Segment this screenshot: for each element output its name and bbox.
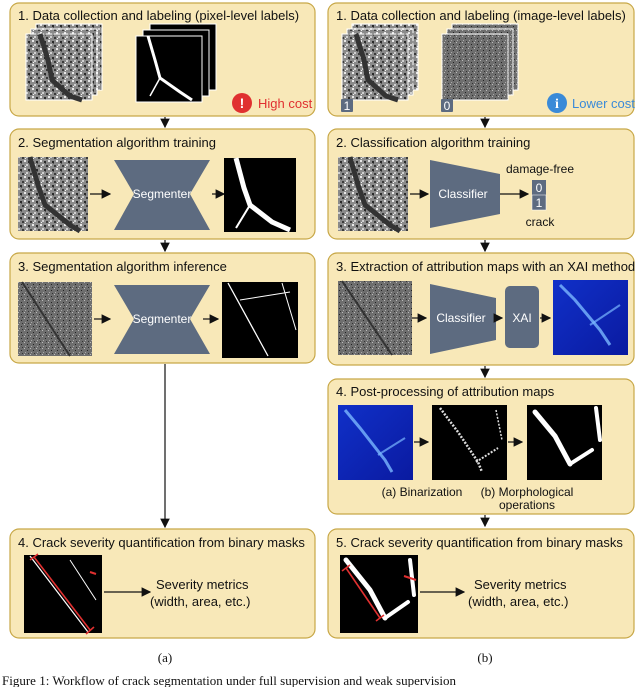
right-panel-severity: 5. Crack severity quantification from bi…	[327, 528, 635, 639]
right-panel-cls-training: 2. Classification algorithm training Cla…	[327, 128, 635, 240]
segmenter-train-model	[114, 160, 210, 230]
info-icon	[547, 93, 567, 113]
caption-a: (a)	[158, 650, 172, 665]
left-panel-3-title: 3. Segmentation algorithm inference	[18, 259, 227, 274]
right-panel-postprocessing: 4. Post-processing of attribution maps (…	[327, 378, 635, 515]
output-1: 1	[536, 196, 543, 210]
segmenter-inference-model	[114, 285, 210, 354]
lower-cost-label: Lower cost	[572, 96, 635, 111]
left-panel-4-title: 4. Crack severity quantification from bi…	[18, 535, 305, 550]
right-panel-2-title: 2. Classification algorithm training	[336, 135, 530, 150]
binarized-map	[432, 405, 507, 480]
left-panel-2-title: 2. Segmentation algorithm training	[18, 135, 216, 150]
xai-label: XAI	[512, 311, 531, 325]
segmenter-train-label: Segmenter	[133, 187, 192, 201]
crack-label: crack	[526, 215, 556, 229]
right-panel-4-title: 4. Post-processing of attribution maps	[336, 384, 555, 399]
classifier-train-model	[430, 160, 500, 228]
train-image	[18, 157, 88, 231]
output-0: 0	[536, 181, 543, 195]
left-panel-seg-training: 2. Segmentation algorithm training Segme…	[9, 128, 316, 240]
classifier-xai-label: Classifier	[436, 311, 485, 325]
segmenter-inference-label: Segmenter	[133, 312, 192, 326]
figure-footer: Figure 1: Workflow of crack segmentation…	[2, 673, 456, 687]
left-panel-data-collection: 1. Data collection and labeling (pixel-l…	[9, 2, 316, 117]
damage-free-image	[441, 33, 509, 101]
crack-image	[25, 33, 93, 101]
image-label-0: 0	[444, 99, 451, 113]
right-metrics-line-2: (width, area, etc.)	[468, 594, 568, 609]
binarization-label: (a) Binarization	[382, 485, 463, 499]
right-panel-data-collection: 1. Data collection and labeling (image-l…	[327, 2, 635, 117]
morphological-label-1: (b) Morphological	[481, 485, 574, 499]
right-panel-5-title: 5. Crack severity quantification from bi…	[336, 535, 623, 550]
left-metrics-line-2: (width, area, etc.)	[150, 594, 250, 609]
exclamation-icon	[232, 93, 252, 113]
left-panel-1-title: 1. Data collection and labeling (pixel-l…	[18, 8, 299, 23]
morphological-label-2: operations	[499, 498, 555, 512]
pixel-mask	[135, 35, 203, 103]
damage-free-label: damage-free	[506, 162, 574, 176]
left-panel-severity: 4. Crack severity quantification from bi…	[9, 528, 316, 639]
left-panel-seg-inference: 3. Segmentation algorithm inference Segm…	[9, 252, 316, 364]
cls-train-image	[338, 157, 408, 231]
left-metrics-line-1: Severity metrics	[156, 577, 249, 592]
caption-b: (b)	[477, 650, 492, 665]
xai-method-box	[505, 286, 539, 348]
train-mask	[224, 158, 296, 232]
right-metrics-line-1: Severity metrics	[474, 577, 567, 592]
crack-line	[37, 33, 83, 103]
svg-text:i: i	[555, 97, 559, 112]
svg-text:!: !	[240, 95, 245, 111]
high-cost-label: High cost	[258, 96, 313, 111]
right-panel-3-title: 3. Extraction of attribution maps with a…	[336, 259, 635, 274]
classifier-xai-model	[430, 284, 496, 354]
right-panel-xai: 3. Extraction of attribution maps with a…	[327, 252, 635, 366]
image-label-1: 1	[344, 99, 351, 113]
classifier-train-label: Classifier	[438, 187, 487, 201]
right-panel-1-title: 1. Data collection and labeling (image-l…	[336, 8, 626, 23]
crack-image-labeled	[341, 33, 409, 101]
